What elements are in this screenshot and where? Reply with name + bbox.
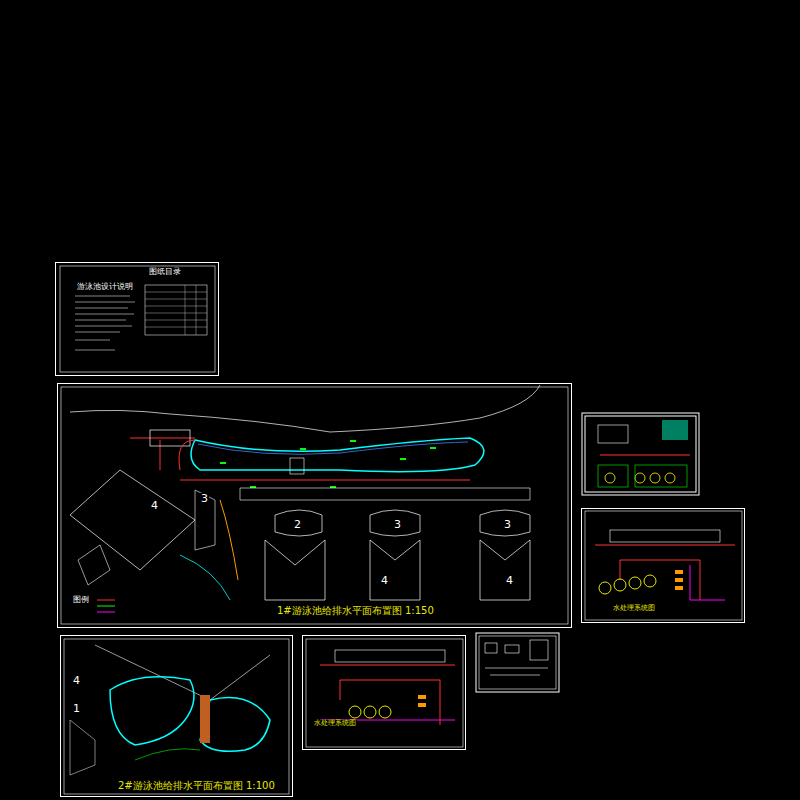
callout-number: 4 [380,575,389,586]
callout-number: 4 [150,500,159,511]
callout-number: 图例 [72,596,90,604]
drawing-sheet: 1#游泳池给排水平面布置图 1:150 [57,383,572,628]
sheet-caption: 水处理系统图 [612,605,656,613]
sheet-caption: 图纸目录 [148,268,182,277]
sheet-caption: 2#游泳池给排水平面布置图 1:100 [117,780,276,791]
sheet-caption: 水处理系统图 [313,720,357,728]
drawing-sheet: 游泳池设计说明 图纸目录 [55,262,219,376]
sheet-caption: 游泳池设计说明 [76,283,134,292]
drawing-sheet: 水处理系统图 [581,508,745,623]
callout-number: 4 [505,575,514,586]
callout-number: 1 [72,703,81,714]
drawing-sheet: 水处理系统图 [302,635,466,750]
callout-number: 4 [72,675,81,686]
callout-number: 3 [200,493,209,504]
sheet-caption: 1#游泳池给排水平面布置图 1:150 [276,605,435,616]
callout-number: 3 [503,519,512,530]
callout-number: 3 [393,519,402,530]
drawing-sheet: 2#游泳池给排水平面布置图 1:100 [60,635,293,797]
callout-number: 2 [293,519,302,530]
